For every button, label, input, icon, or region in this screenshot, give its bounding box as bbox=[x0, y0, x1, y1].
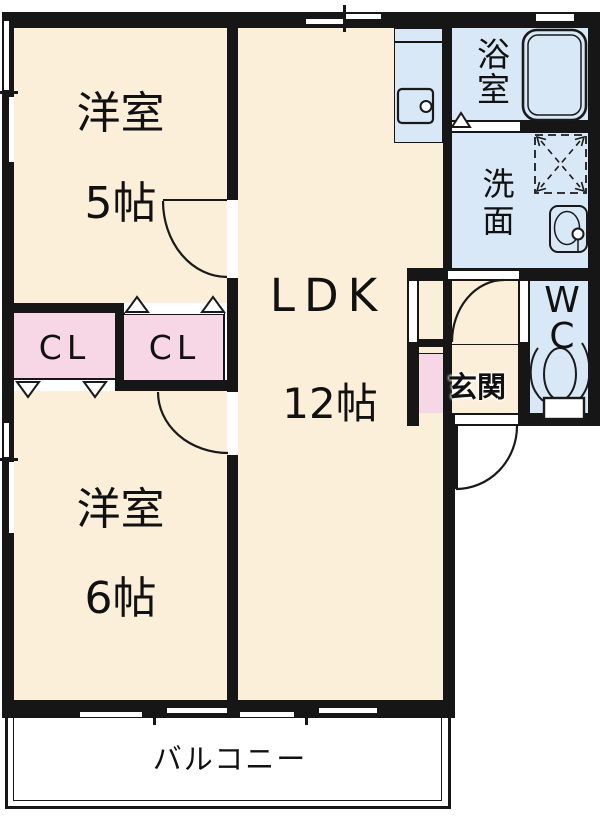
room-bedroom-top bbox=[14, 28, 227, 303]
door-leaf-entrance bbox=[455, 426, 458, 489]
door-opening-bedroom-top bbox=[227, 200, 238, 278]
label-ldk-name: LDK bbox=[269, 269, 387, 322]
entrance-step-line bbox=[448, 343, 518, 345]
door-arc-entrance bbox=[455, 425, 519, 491]
label-ldk-size: 12帖 bbox=[282, 379, 378, 428]
door-arc-bedroom-top bbox=[161, 200, 228, 279]
wall-ldk-right-lower bbox=[443, 413, 455, 718]
door-opening-wc bbox=[520, 281, 528, 342]
label-entrance: 玄関 bbox=[447, 370, 506, 404]
balcony-door-2-pane2 bbox=[319, 708, 377, 713]
balcony-door-1-pane2 bbox=[167, 708, 227, 713]
balcony-door-2-tick bbox=[305, 700, 308, 725]
window-bedroom-bottom-tick bbox=[0, 458, 18, 461]
label-balcony: バルコニー bbox=[152, 742, 308, 776]
window-ldk-top-pane1 bbox=[306, 19, 343, 24]
door-opening-bedroom-bottom bbox=[227, 392, 238, 455]
window-bedroom-bottom-pane1 bbox=[4, 423, 9, 457]
closet-right-door-band bbox=[125, 305, 224, 314]
window-bathroom-top bbox=[536, 14, 574, 21]
room-bathroom bbox=[452, 28, 588, 120]
closet-right-fold-icon-2 bbox=[200, 295, 226, 313]
room-closet-right bbox=[124, 313, 225, 380]
bathtub-icon bbox=[521, 28, 588, 122]
label-bedroom-bottom-size: 6帖 bbox=[84, 573, 157, 624]
label-closet-right: CL bbox=[148, 328, 201, 367]
balcony-door-1-tick bbox=[153, 700, 156, 725]
bathroom-door-chevron-icon bbox=[450, 111, 472, 128]
balcony-inner-border bbox=[13, 718, 442, 801]
label-wc: W C bbox=[544, 280, 580, 357]
wall-ldk-right bbox=[443, 28, 452, 413]
wall-below-closet-right bbox=[115, 380, 238, 391]
kitchen-sink-icon bbox=[396, 87, 435, 125]
room-hall bbox=[419, 281, 518, 345]
closet-left-door-band bbox=[15, 381, 114, 390]
room-washroom bbox=[452, 133, 588, 268]
window-bedroom-top-pane1 bbox=[4, 21, 9, 90]
label-bedroom-top-size: 5帖 bbox=[84, 178, 157, 229]
washbasin-icon bbox=[549, 205, 588, 253]
room-closet-left bbox=[14, 313, 115, 380]
label-washroom: 洗 面 bbox=[482, 165, 515, 240]
wall-room-divider bbox=[227, 28, 238, 718]
door-leaf-bedroom-top bbox=[163, 198, 227, 201]
door-opening-bathroom bbox=[452, 122, 520, 131]
door-arc-washroom bbox=[450, 278, 505, 343]
closet-right-fold-icon-1 bbox=[124, 295, 150, 313]
window-bedroom-bottom-pane2 bbox=[9, 462, 14, 533]
wall-closet-divider bbox=[115, 303, 124, 391]
wall-top bbox=[2, 12, 600, 28]
balcony-border bbox=[5, 718, 451, 809]
door-opening-entrance bbox=[455, 415, 518, 424]
opening-hall-ldk bbox=[409, 281, 417, 342]
window-bedroom-top-tick bbox=[0, 91, 18, 94]
window-ldk-top-pane2 bbox=[345, 14, 381, 19]
label-bedroom-bottom-name: 洋室 bbox=[76, 484, 165, 535]
window-ldk-top-tick bbox=[343, 5, 346, 32]
label-bathroom: 浴 室 bbox=[477, 35, 510, 109]
label-closet-left: CL bbox=[38, 328, 91, 367]
door-opening-washroom bbox=[448, 271, 519, 279]
wall-entrance-step-stub bbox=[419, 339, 448, 347]
kitchen-counter-divider bbox=[394, 41, 443, 43]
wall-left bbox=[2, 12, 14, 718]
toilet-icon bbox=[529, 342, 591, 421]
closet-left-fold-icon-1 bbox=[15, 381, 41, 399]
balcony-door-1-pane1 bbox=[80, 712, 142, 717]
door-arc-bedroom-bottom bbox=[156, 391, 229, 455]
window-bedroom-top-pane2 bbox=[9, 97, 14, 162]
wall-above-closet-left bbox=[2, 303, 124, 313]
wall-right bbox=[588, 12, 600, 426]
room-wc bbox=[530, 281, 588, 413]
closet-left-fold-icon-2 bbox=[82, 381, 108, 399]
washing-machine-pan-icon bbox=[534, 134, 587, 194]
balcony-door-2-pane1 bbox=[240, 712, 294, 717]
label-bedroom-top-name: 洋室 bbox=[76, 88, 165, 139]
room-bedroom-bottom bbox=[14, 391, 227, 700]
